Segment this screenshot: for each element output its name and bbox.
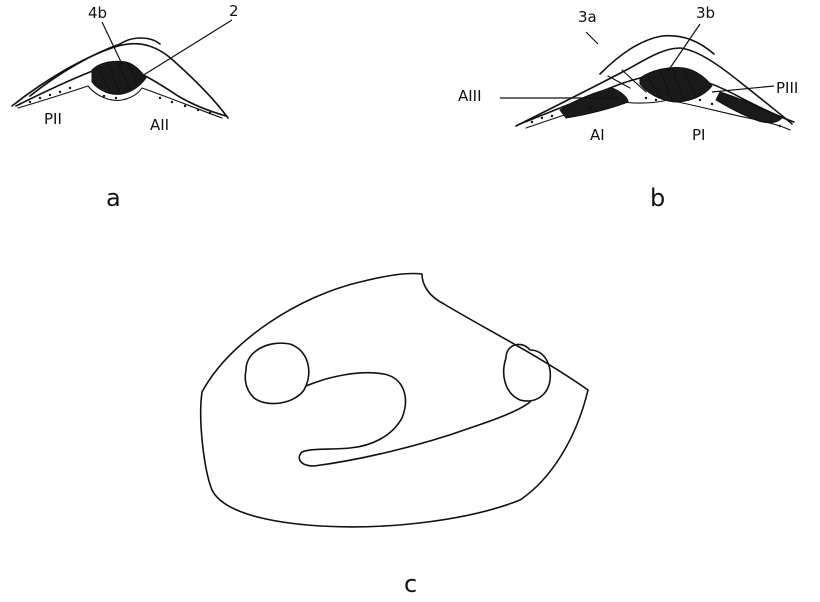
panel-a-label-pii: PII [44, 110, 62, 128]
panel-b-label-3b: 3b [696, 4, 715, 22]
panel-a-label-aii: AII [150, 116, 169, 134]
panel-c-letter: c [404, 570, 417, 598]
panel-b-label-piii: PIII [776, 79, 798, 97]
panel-b-hinge-section: 3a 3b AIII PIII AI PI b [458, 4, 798, 212]
panel-b-leader-piii [712, 86, 774, 92]
panel-b-label-aiii: AIII [458, 87, 482, 105]
panel-a-hinge-section: 4b 2 PII AII a [12, 2, 239, 212]
panel-a-letter: a [106, 184, 121, 212]
panel-b-label-3a: 3a [578, 8, 597, 26]
panel-a-label-2: 2 [229, 2, 239, 20]
panel-c-posterior-muscle-scar [504, 344, 551, 401]
panel-b-label-pi: PI [692, 126, 705, 144]
panel-a-label-4b: 4b [88, 4, 107, 22]
panel-b-ligament [640, 67, 712, 102]
panel-b-label-ai: AI [590, 126, 605, 144]
panel-b-letter: b [650, 184, 665, 212]
panel-b-outer-shell-upper [600, 36, 714, 74]
panel-b-left-chamber [560, 88, 628, 118]
panel-a-leader-4b [102, 22, 122, 64]
panel-a-ligament [92, 61, 146, 94]
panel-c-anterior-muscle-scar [245, 343, 309, 403]
panel-b-leader-3a [586, 32, 598, 44]
panel-c-pallial-line [299, 373, 530, 466]
panel-c-valve-outline: c [201, 273, 588, 598]
